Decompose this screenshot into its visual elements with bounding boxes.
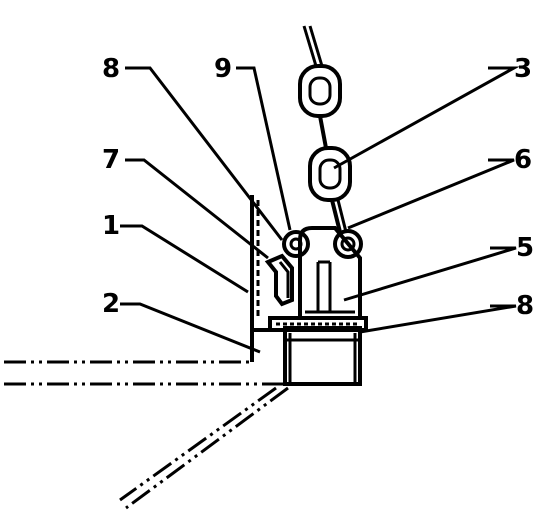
deck-lines [4,360,290,510]
label-5: 5 [516,233,534,263]
label-2: 2 [102,289,120,319]
label-3: 3 [514,54,532,84]
base-block [283,326,362,386]
label-9: 9 [214,54,232,84]
label-6: 6 [514,145,532,175]
label-8-right: 8 [516,291,534,321]
label-7: 7 [102,145,120,175]
label-8-top: 8 [102,54,120,84]
pin-rollers [282,229,363,259]
part-labels: 8 9 3 7 6 1 5 2 8 [102,54,534,321]
stopper-body [298,226,362,320]
lever-pawl [264,253,294,307]
anchor-chain [298,25,352,233]
leader-lines [120,66,520,354]
label-1: 1 [102,211,120,241]
